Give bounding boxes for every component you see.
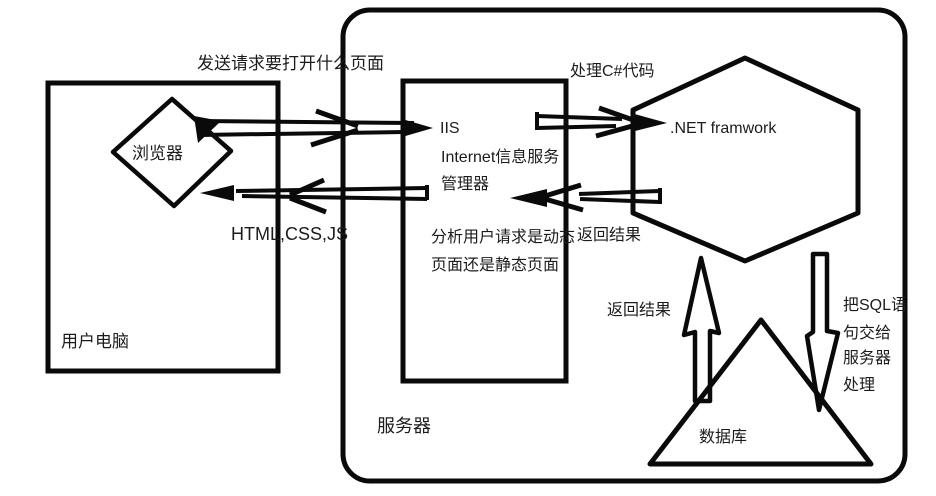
arrow-db-return-up — [681, 255, 722, 404]
label-analyze-line2: 页面还是静态页面 — [431, 257, 560, 274]
label-server: 服务器 — [377, 416, 431, 436]
label-sql-line3: 服务器 — [843, 350, 892, 367]
label-iis-manager: 管理器 — [441, 176, 490, 193]
label-sql-line1: 把SQL语 — [843, 297, 908, 314]
label-send-request: 发送请求要打开什么页面 — [197, 54, 384, 73]
arrow-sql-down — [804, 251, 841, 413]
label-iis: IIS — [440, 120, 460, 137]
label-sql-line4: 处理 — [843, 377, 876, 394]
label-iis-fullname: Internet信息服务 — [441, 149, 560, 166]
server-box — [340, 7, 908, 484]
browser-diamond — [110, 96, 234, 209]
label-html-css-js: HTML,CSS,JS — [231, 224, 349, 244]
label-return-result-db: 返回结果 — [607, 302, 672, 319]
arrow-request-to-iis — [194, 108, 433, 148]
arrow-iis-to-net — [535, 105, 667, 139]
label-database: 数据库 — [699, 429, 748, 446]
label-browser: 浏览器 — [132, 144, 183, 163]
label-return-result-top: 返回结果 — [577, 227, 642, 244]
user-computer-box — [45, 80, 281, 374]
label-analyze-line1: 分析用户请求是动态 — [431, 229, 576, 246]
arrow-net-to-iis — [510, 182, 662, 213]
label-process-csharp: 处理C#代码 — [570, 63, 655, 80]
label-user-computer: 用户电脑 — [61, 332, 129, 351]
arrow-response-to-browser — [200, 177, 429, 215]
label-sql-line2: 句交给 — [843, 325, 892, 342]
database-triangle — [647, 317, 874, 467]
label-net-framework: .NET framwork — [670, 120, 777, 137]
net-framework-hexagon — [630, 55, 861, 264]
iis-box — [400, 78, 569, 384]
